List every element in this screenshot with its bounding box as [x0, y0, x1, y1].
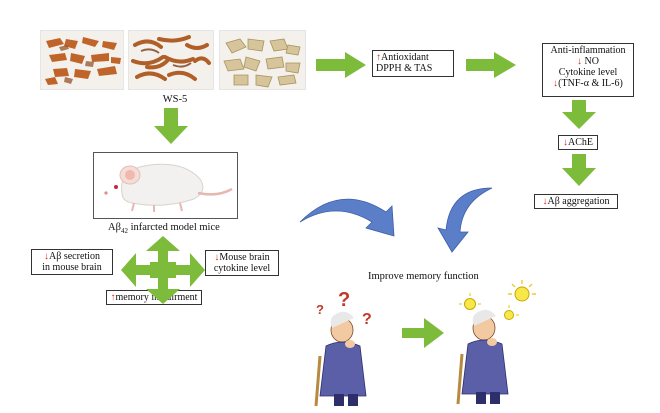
abeta-aggregation-box: ↓Aβ aggregation — [534, 194, 618, 209]
mouse-cytokine-box: ↓Mouse brain cytokine level — [205, 250, 279, 276]
memory-impairment-box: ↑memory impairment — [106, 290, 202, 305]
herb-photo-3 — [219, 30, 306, 90]
mouse-image-frame — [93, 152, 238, 219]
herb-photo-2 — [128, 30, 214, 90]
antioxidant-detail: DPPH & TAS — [376, 63, 433, 74]
svg-text:?: ? — [338, 289, 350, 311]
anti-inflammation-title: Anti-inflammation — [550, 45, 626, 56]
arrow-herbs-to-antioxidant — [316, 52, 366, 78]
lightbulb-icon — [459, 293, 481, 310]
cytokine-detail: (TNF-α & IL-6) — [558, 78, 623, 89]
abeta-secretion-box: ↓Aβ secretion in mouse brain — [31, 249, 113, 275]
mouse-model-suffix: infarcted model mice — [127, 222, 220, 233]
lightbulb-icon — [504, 305, 519, 320]
mouse-cytokine-line1: Mouse brain — [219, 252, 270, 263]
abeta-aggregation-down-arrow: ↓ — [542, 196, 548, 207]
antioxidant-box: ↑Antioxidant DPPH & TAS — [372, 50, 454, 77]
abeta-aggregation-label: Aβ aggregation — [547, 196, 610, 207]
mouse-illustration — [104, 163, 233, 212]
memory-impairment-label: memory impairment — [115, 292, 198, 303]
arrow-confused-to-improved — [402, 318, 444, 348]
no-down-arrow: ↓ — [577, 56, 583, 67]
mouse-model-prefix: Aβ — [108, 222, 121, 233]
svg-text:?: ? — [362, 311, 372, 328]
arrow-antioxidant-to-inflammation — [466, 52, 516, 78]
mouse-cytokine-line2: cytokine level — [213, 263, 271, 274]
improved-old-man — [456, 280, 536, 405]
mouse-model-label: Aβ42 infarcted model mice — [108, 222, 248, 235]
abeta-secretion-line1: Aβ secretion — [49, 251, 100, 262]
abeta-secretion-down-arrow: ↓ — [44, 251, 50, 262]
herb-label: WS-5 — [162, 94, 188, 105]
improve-memory-label: Improve memory function — [368, 271, 479, 282]
mouse-model-sub: 42 — [120, 227, 128, 236]
abeta-secretion-line2: in mouse brain — [42, 262, 102, 273]
confused-old-man: ? ? ? — [314, 289, 372, 407]
arrow-ache-to-aggregation — [562, 154, 596, 186]
mouse-cytokine-down-arrow: ↓ — [214, 252, 220, 263]
antioxidant-title: Antioxidant — [381, 52, 429, 63]
herb-photo-1 — [40, 30, 124, 90]
no-label: NO — [584, 56, 599, 67]
curve-arrow-aggregation-to-memory — [437, 187, 493, 253]
lightbulb-icon — [508, 280, 536, 302]
curve-arrow-mouse-to-memory — [299, 198, 395, 237]
anti-inflammation-box: Anti-inflammation ↓ NO Cytokine level ↓(… — [542, 43, 634, 97]
svg-text:?: ? — [316, 302, 324, 317]
ache-label: AChE — [568, 137, 593, 148]
cytokine-down-arrow: ↓ — [553, 78, 559, 89]
cytokine-label: Cytokine level — [558, 67, 618, 78]
memory-impairment-up-arrow: ↑ — [110, 292, 116, 303]
ache-down-arrow: ↓ — [563, 137, 568, 148]
arrow-inflammation-to-ache — [562, 100, 596, 129]
ache-box: ↓AChE — [558, 135, 598, 150]
antioxidant-up-arrow: ↑ — [376, 52, 381, 63]
arrow-herbs-to-mouse — [154, 108, 188, 144]
